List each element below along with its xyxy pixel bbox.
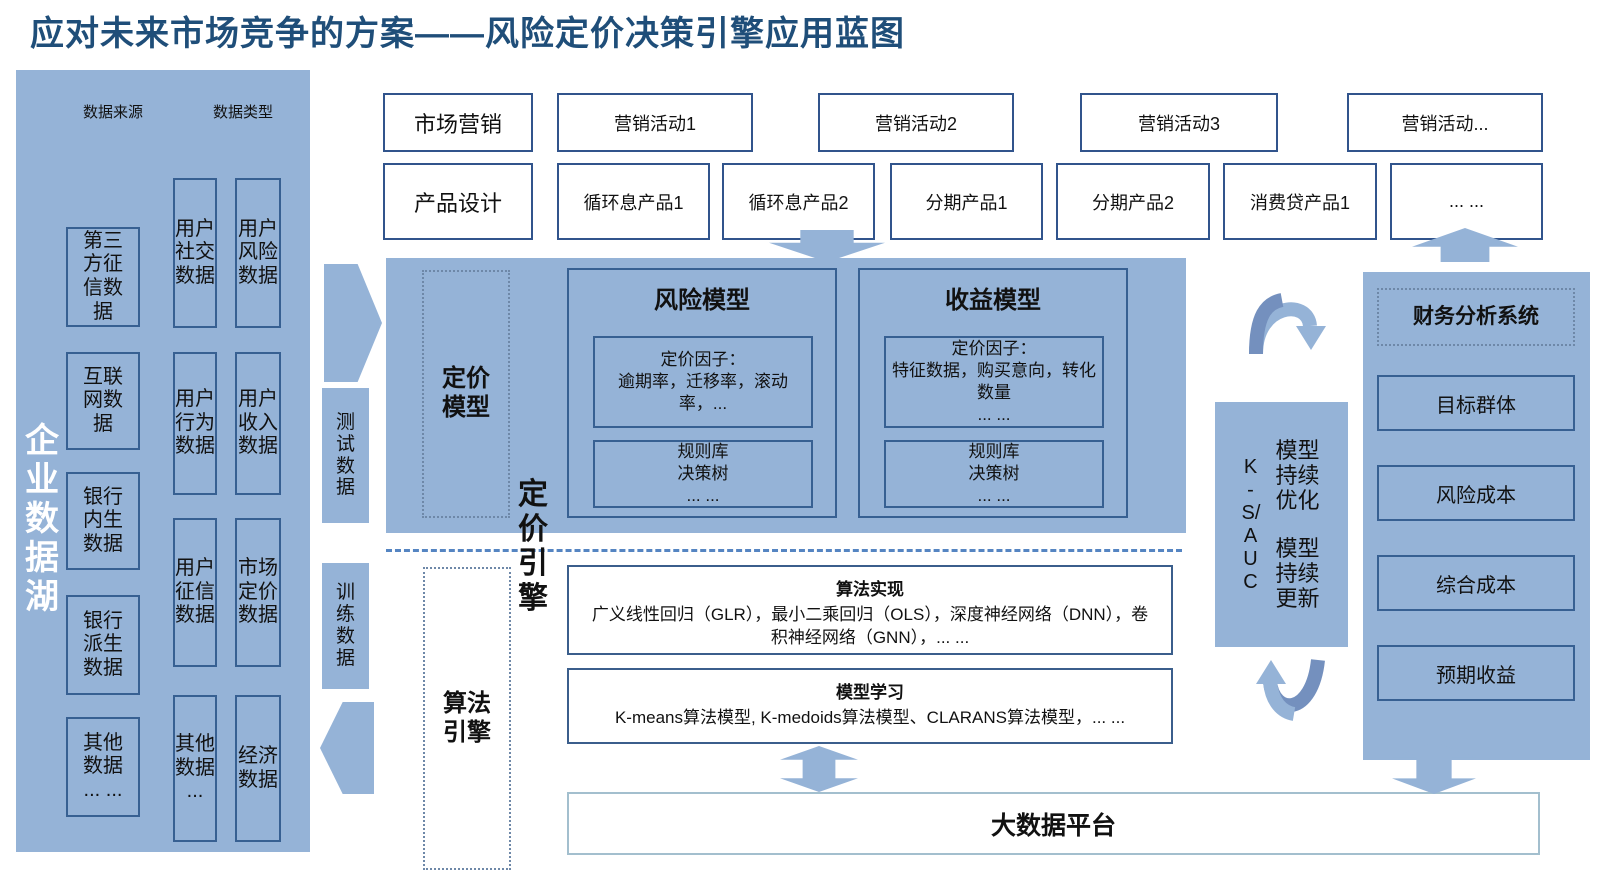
campaign-1-box: 营销活动1 xyxy=(557,93,753,152)
source-box-third-party-credit: 第三方征信数据 xyxy=(66,227,140,327)
algorithm-implementation-title: 算法实现 xyxy=(836,580,904,599)
risk-model-rules-box: 规则库 决策树 ... ... xyxy=(593,440,813,508)
pricing-engine-vertical-label: 定价引擎 xyxy=(518,478,548,615)
product-installment-1-box: 分期产品1 xyxy=(890,163,1043,240)
algo-engine-label: 算法引擎 xyxy=(443,689,491,746)
risk-model-box: 风险模型 定价因子： 逾期率，迁移率，滚动率，... 规则库 决策树 ... .… xyxy=(567,268,837,518)
pricing-model-dashed-box: 定价模型 xyxy=(422,270,510,518)
type-box-user-income: 用户收入数据 xyxy=(235,352,281,495)
source-box-internet-data: 互联网数据 xyxy=(66,352,140,450)
big-data-platform-box: 大数据平台 xyxy=(567,792,1540,855)
arrow-updown-learning-platform xyxy=(780,746,858,792)
data-lake-vertical-label: 企业数据湖 xyxy=(25,422,59,617)
curved-arrow-up-icon xyxy=(1256,659,1325,721)
campaign-3-box: 营销活动3 xyxy=(1080,93,1278,152)
algorithm-implementation-body: 广义线性回归（GLR），最小二乘回归（OLS），深度神经网络（DNN），卷积神经… xyxy=(591,605,1149,647)
product-more-box: ... ... xyxy=(1390,163,1543,240)
pricing-algo-divider-line xyxy=(386,549,1182,552)
expected-revenue-box: 预期收益 xyxy=(1377,645,1575,701)
type-box-other: 其他数据 ... xyxy=(173,695,217,842)
test-data-label: 测试数据 xyxy=(322,388,369,523)
model-learning-body: K-means算法模型, K-medoids算法模型、CLARANS算法模型，.… xyxy=(614,708,1126,727)
type-box-user-social: 用户社交数据 xyxy=(173,178,217,328)
type-box-economic: 经济数据 xyxy=(235,695,281,842)
data-type-header: 数据类型 xyxy=(212,104,273,121)
train-data-text: 训练数据 xyxy=(335,582,355,669)
ks-auc-box: K-S/AUC 模型持续优化 模型持续更新 xyxy=(1215,402,1348,647)
train-data-label: 训练数据 xyxy=(322,563,369,689)
model-learning-box: 模型学习 K-means算法模型, K-medoids算法模型、CLARANS算… xyxy=(567,668,1173,744)
type-box-user-risk: 用户风险数据 xyxy=(235,178,281,328)
risk-model-title: 风险模型 xyxy=(654,287,750,314)
revenue-model-box: 收益模型 定价因子： 特征数据，购买意向，转化数量 ... ... 规则库 决策… xyxy=(858,268,1128,518)
pricing-model-label: 定价模型 xyxy=(442,365,490,421)
revenue-model-rules-box: 规则库 决策树 ... ... xyxy=(884,440,1104,508)
type-box-user-credit: 用户征信数据 xyxy=(173,518,217,667)
big-data-platform-label: 大数据平台 xyxy=(990,811,1116,840)
pricing-engine-panel: 定价模型 风险模型 定价因子： 逾期率，迁移率，滚动率，... 规则库 决策树 … xyxy=(386,258,1186,533)
total-cost-box: 综合成本 xyxy=(1377,555,1575,611)
type-box-user-behavior: 用户行为数据 xyxy=(173,352,217,495)
revenue-model-factors-box: 定价因子： 特征数据，购买意向，转化数量 ... ... xyxy=(884,336,1104,428)
algo-engine-dashed-box: 算法引擎 xyxy=(423,567,511,870)
data-lake-panel: 数据来源 数据类型 企业数据湖 第三方征信数据 互联网数据 银行内生数据 银行派… xyxy=(16,70,310,852)
model-learning-title: 模型学习 xyxy=(836,683,904,702)
page-title: 应对未来市场竞争的方案——风险定价决策引擎应用蓝图 xyxy=(30,15,905,53)
risk-model-factors-box: 定价因子： 逾期率，迁移率，滚动率，... xyxy=(593,336,813,428)
campaign-2-box: 营销活动2 xyxy=(818,93,1014,152)
data-source-header: 数据来源 xyxy=(82,104,143,121)
algorithm-implementation-box: 算法实现 广义线性回归（GLR），最小二乘回归（OLS），深度神经网络（DNN）… xyxy=(567,565,1173,655)
product-design-header-box: 产品设计 xyxy=(383,163,533,240)
curved-arrow-down-icon xyxy=(1249,293,1326,355)
product-revolving-1-box: 循环息产品1 xyxy=(557,163,710,240)
model-optimize-label: 模型持续优化 xyxy=(1275,437,1320,514)
product-consumer-loan-box: 消费贷产品1 xyxy=(1223,163,1377,240)
arrow-left-train-to-lake xyxy=(320,702,374,794)
campaign-more-box: 营销活动... xyxy=(1347,93,1543,152)
product-revolving-2-box: 循环息产品2 xyxy=(722,163,875,240)
risk-cost-box: 风险成本 xyxy=(1377,465,1575,521)
source-box-bank-internal: 银行内生数据 xyxy=(66,472,140,570)
target-group-box: 目标群体 xyxy=(1377,375,1575,431)
product-installment-2-box: 分期产品2 xyxy=(1056,163,1210,240)
type-box-market-pricing: 市场定价数据 xyxy=(235,518,281,667)
marketing-header-box: 市场营销 xyxy=(383,93,533,152)
model-update-label: 模型持续更新 xyxy=(1275,535,1320,612)
financial-analysis-title-box: 财务分析系统 xyxy=(1377,288,1575,346)
arrow-right-lake-to-pricing xyxy=(324,264,382,382)
test-data-text: 测试数据 xyxy=(335,411,355,499)
revenue-model-title: 收益模型 xyxy=(945,287,1041,314)
source-box-bank-derived: 银行派生数据 xyxy=(66,595,140,695)
ks-auc-metric-label: K-S/AUC xyxy=(1241,455,1261,593)
source-box-other: 其他数据 ... ... xyxy=(66,717,140,817)
financial-analysis-panel: 财务分析系统 目标群体 风险成本 综合成本 预期收益 xyxy=(1363,272,1590,760)
